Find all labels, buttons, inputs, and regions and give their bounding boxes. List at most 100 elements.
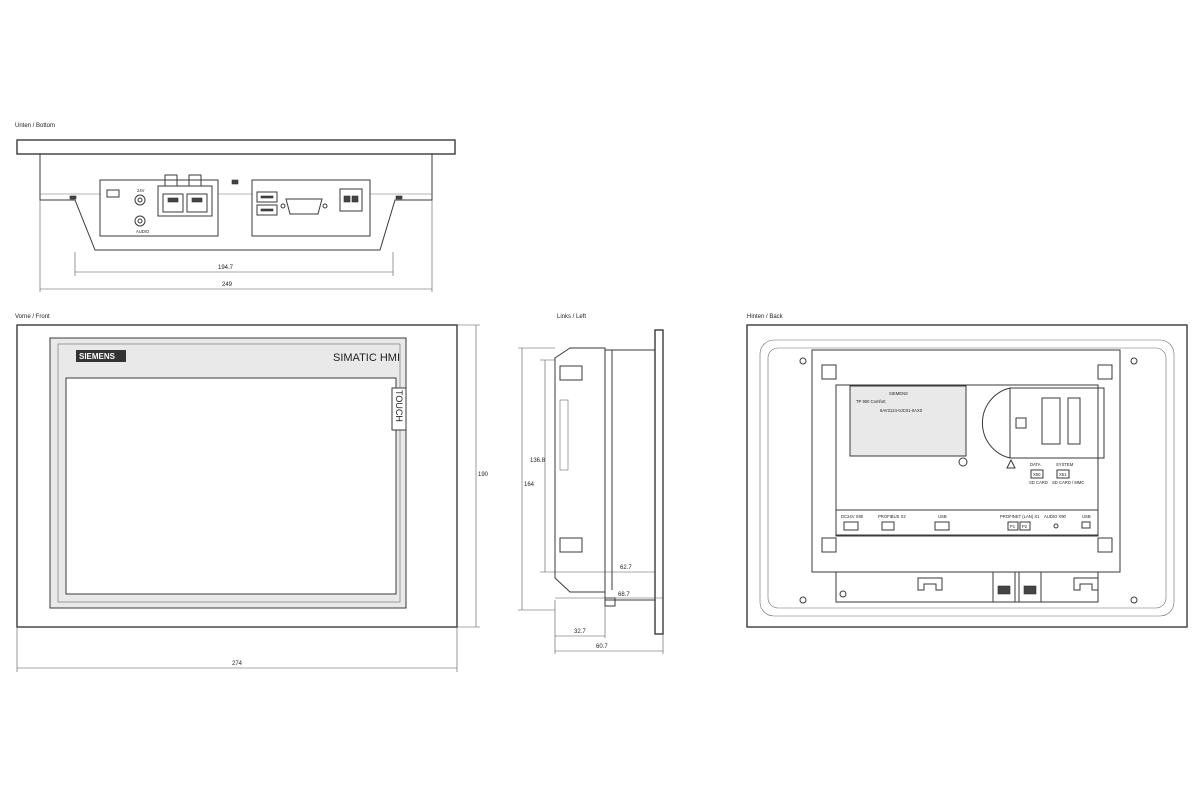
power-jack-icon <box>134 194 146 206</box>
left-view: Links / Left 136.8 164 62.7 68.7 32.7 60… <box>518 314 664 654</box>
dim-left-d3: 32.7 <box>574 629 586 635</box>
bottom-view: Unten / Bottom 24V AUDIO <box>15 123 456 292</box>
rear-status-data: DATA <box>1030 462 1041 467</box>
rear-port-usb: USB <box>938 514 947 519</box>
terminal-pin-1 <box>343 195 351 203</box>
rear-label-product: TP 900 Comfort <box>856 399 886 404</box>
bottom-clip-right <box>395 195 403 200</box>
back-housing-lower <box>835 571 1099 603</box>
left-port-recess <box>559 399 569 471</box>
rear-port-x2: PROFIBUS X2 <box>878 514 906 519</box>
rear-port-p1-box <box>1007 521 1019 531</box>
port-audio-label: AUDIO <box>136 229 150 234</box>
rear-port-x80: DC24V X80 <box>841 514 864 519</box>
rear-status-x51: X51 <box>1059 472 1067 477</box>
left-housing <box>554 347 655 601</box>
dim-left-height: 164 <box>524 482 535 488</box>
ethernet-port-1-contacts <box>167 197 179 203</box>
rear-ground-point <box>958 457 968 467</box>
bottom-bezel <box>16 139 456 155</box>
usb-port-1-tongue <box>260 195 274 199</box>
bottom-center-notch <box>231 179 239 185</box>
rear-port-p2: P2 <box>1022 524 1028 529</box>
front-brand-text: SIEMENS <box>79 352 116 361</box>
back-screw-bl <box>799 596 807 604</box>
rear-terminal-2-pin <box>1023 585 1037 595</box>
ethernet-latch-1 <box>164 174 178 187</box>
rear-audio-jack-icon <box>1053 523 1059 529</box>
left-view-label: Links / Left <box>557 314 586 320</box>
back-view: Hinten / Back SIEMENS TP 900 Comfort 6AV… <box>746 314 1188 628</box>
rear-label-brand: SIEMENS <box>889 391 908 396</box>
ethernet-port-2-contacts <box>191 197 203 203</box>
back-gasket-inner <box>767 347 1167 609</box>
terminal-pin-2 <box>351 195 359 203</box>
rear-status-x50: X50 <box>1033 472 1041 477</box>
dsub-screw-right <box>322 203 328 209</box>
touch-screen <box>65 377 397 595</box>
rear-x51-box <box>1056 469 1070 479</box>
ethernet-port-2 <box>186 193 208 213</box>
back-gasket-outer <box>759 339 1175 617</box>
dim-left-d3-line <box>554 600 664 654</box>
rear-port-strip <box>835 509 1099 537</box>
rear-port-p1: P1 <box>1010 524 1016 529</box>
card-slot-1 <box>1041 397 1061 445</box>
rear-port-x2-box <box>881 521 895 531</box>
dsub-screw-left <box>280 203 286 209</box>
dim-front-height: 190 <box>478 472 489 478</box>
model-name: SIMATIC HMI <box>333 352 400 364</box>
rear-port-x1: PROFINET (LAN) X1 <box>1000 514 1040 519</box>
back-screw-br <box>1130 596 1138 604</box>
back-outer-frame <box>746 324 1188 628</box>
ethernet-latch-2 <box>188 174 202 187</box>
back-clip-bl <box>821 537 837 553</box>
dim-front-width-line <box>16 627 458 672</box>
front-view-label: Vorne / Front <box>15 314 50 320</box>
terminal-block <box>339 188 363 212</box>
dim-front-width: 274 <box>232 661 243 667</box>
ethernet-port-1 <box>162 193 184 213</box>
card-slot-lock <box>1015 417 1027 429</box>
rear-hook-left <box>917 577 943 591</box>
card-slot-arc <box>981 387 1011 459</box>
rear-x50-box <box>1030 469 1044 479</box>
back-clip-tr <box>1097 364 1113 380</box>
rear-port-usb2: USB <box>1082 514 1091 519</box>
port-24v-label: 24V <box>137 188 145 193</box>
audio-jack-icon <box>134 215 146 227</box>
dim-bottom-outer-line <box>39 200 433 292</box>
rear-status-sd-mmc: SD CARD / MMC <box>1052 480 1084 485</box>
mini-usb-port <box>106 189 120 198</box>
dsub-connector <box>285 198 323 215</box>
dim-bottom-inner: 194.7 <box>218 265 234 271</box>
back-view-label: Hinten / Back <box>747 314 784 320</box>
rear-status-system: SYSTEM <box>1056 462 1074 467</box>
left-foot <box>604 597 616 607</box>
dim-left-cutout-line <box>540 359 555 573</box>
power-jack-inner <box>137 197 143 203</box>
rear-label-order: 6AV2124-0JC01-0AX0 <box>880 408 923 413</box>
dim-left-d2: 68.7 <box>618 592 630 598</box>
dim-bottom-inner-line <box>74 252 394 276</box>
rear-port-usb-box <box>934 521 950 531</box>
front-view: Vorne / Front SIEMENS SIMATIC HMI TOUCH … <box>15 314 489 672</box>
warning-triangle-icon <box>1006 458 1016 469</box>
audio-jack-inner <box>137 218 143 224</box>
rear-port-p2-box <box>1019 521 1031 531</box>
dim-bottom-outer: 249 <box>222 282 233 288</box>
back-screw-tl <box>799 357 807 365</box>
dim-left-d4: 60.7 <box>596 644 608 650</box>
rear-label-plate <box>849 385 967 457</box>
usb-port-2-tongue <box>260 208 274 212</box>
rear-port-audio: AUDIO X90 <box>1044 514 1067 519</box>
rear-lower-screw <box>839 590 847 598</box>
front-outer-frame <box>16 324 458 628</box>
back-clip-tl <box>821 364 837 380</box>
back-housing-inner <box>835 384 1099 536</box>
back-housing <box>811 349 1121 573</box>
rear-hook-right <box>1073 577 1099 591</box>
dim-left-d1: 62.7 <box>620 565 632 571</box>
front-brand-logo <box>76 350 126 362</box>
